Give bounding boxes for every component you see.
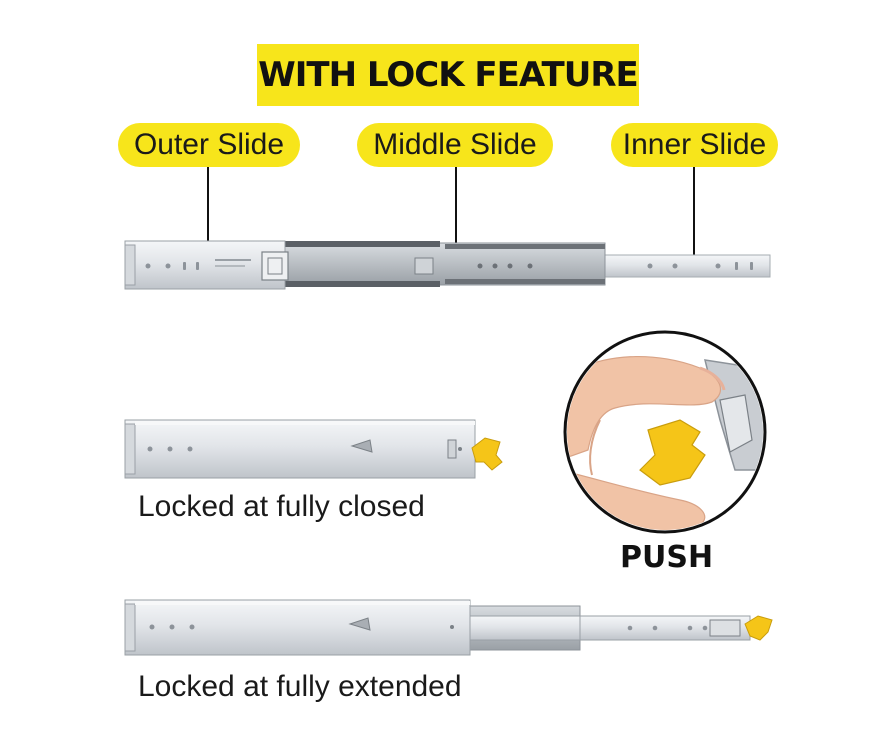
lock-mechanism	[261, 251, 289, 281]
closed-lock-lever	[471, 437, 503, 471]
middle-slide-bearings-top	[280, 241, 440, 247]
outer-slide-rail	[124, 240, 286, 290]
title-banner: WITH LOCK FEATURE	[257, 44, 639, 106]
push-lever	[639, 419, 706, 486]
push-label: PUSH	[620, 540, 714, 575]
closed-slide-rail	[124, 419, 476, 479]
title-text: WITH LOCK FEATURE	[258, 55, 638, 95]
outer-slide-leader	[207, 167, 209, 259]
extended-lock-lever	[744, 615, 773, 641]
outer-slide-holes	[145, 262, 199, 270]
middle-slide-callout: Middle Slide	[357, 123, 553, 167]
slide-assembly-top	[124, 240, 771, 290]
push-finger-top	[567, 355, 722, 461]
inner-slide-callout: Inner Slide	[611, 123, 778, 167]
extended-outer-rail	[124, 599, 471, 656]
slide-extended	[124, 599, 773, 656]
inner-slide-holes	[647, 262, 753, 270]
closed-slide-holes	[147, 446, 193, 452]
inner-slide-leader	[693, 167, 695, 263]
caption-closed: Locked at fully closed	[138, 490, 425, 523]
middle-slide-rail	[274, 242, 606, 286]
inner-slide-label: Inner Slide	[622, 128, 767, 161]
middle-slide-label: Middle Slide	[373, 128, 537, 161]
outer-slide-callout: Outer Slide	[118, 123, 300, 167]
middle-slide-leader	[455, 167, 457, 263]
outer-slide-label: Outer Slide	[133, 128, 285, 161]
middle-slide-holes	[477, 263, 533, 269]
push-closeup	[563, 330, 767, 534]
slide-closed	[124, 419, 503, 479]
middle-slide-bearings-bottom	[280, 281, 440, 287]
caption-extended: Locked at fully extended	[138, 670, 462, 703]
